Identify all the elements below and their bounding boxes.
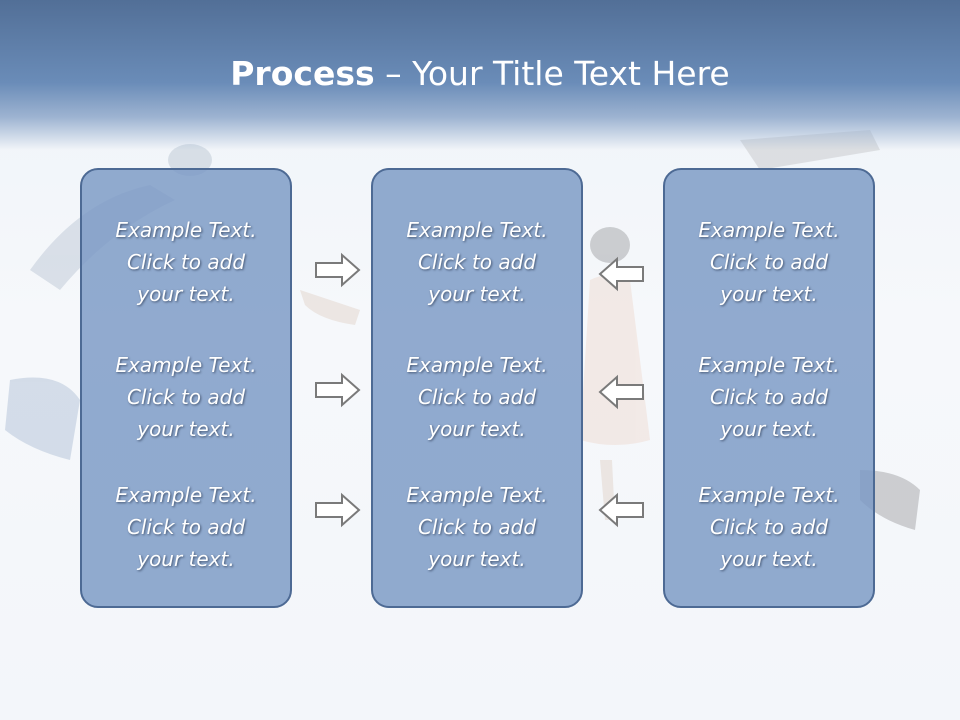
process-panel-right[interactable]: Example Text. Click to add your text. Ex… <box>663 168 875 608</box>
arrow-left-icon <box>598 492 644 528</box>
title-rest: – Your Title Text Here <box>374 54 730 93</box>
arrow-left-icon <box>598 374 644 410</box>
panel-text-right-3[interactable]: Example Text. Click to add your text. <box>698 483 840 571</box>
arrow-right-icon <box>315 252 361 288</box>
panel-text-left-3[interactable]: Example Text. Click to add your text. <box>115 483 257 571</box>
panel-text-left-1[interactable]: Example Text. Click to add your text. <box>115 218 257 306</box>
panel-text-center-1[interactable]: Example Text. Click to add your text. <box>406 218 548 306</box>
process-panel-left[interactable]: Example Text. Click to add your text. Ex… <box>80 168 292 608</box>
arrow-right-icon <box>315 372 361 408</box>
page-title: Process – Your Title Text Here <box>0 52 960 96</box>
panel-text-right-2[interactable]: Example Text. Click to add your text. <box>698 353 840 441</box>
panel-text-right-1[interactable]: Example Text. Click to add your text. <box>698 218 840 306</box>
process-panel-center[interactable]: Example Text. Click to add your text. Ex… <box>371 168 583 608</box>
arrow-right-icon <box>315 492 361 528</box>
arrow-left-icon <box>598 256 644 292</box>
panel-text-left-2[interactable]: Example Text. Click to add your text. <box>115 353 257 441</box>
panel-text-center-3[interactable]: Example Text. Click to add your text. <box>406 483 548 571</box>
panel-text-center-2[interactable]: Example Text. Click to add your text. <box>406 353 548 441</box>
header-band <box>0 0 960 150</box>
title-bold: Process <box>230 54 375 93</box>
